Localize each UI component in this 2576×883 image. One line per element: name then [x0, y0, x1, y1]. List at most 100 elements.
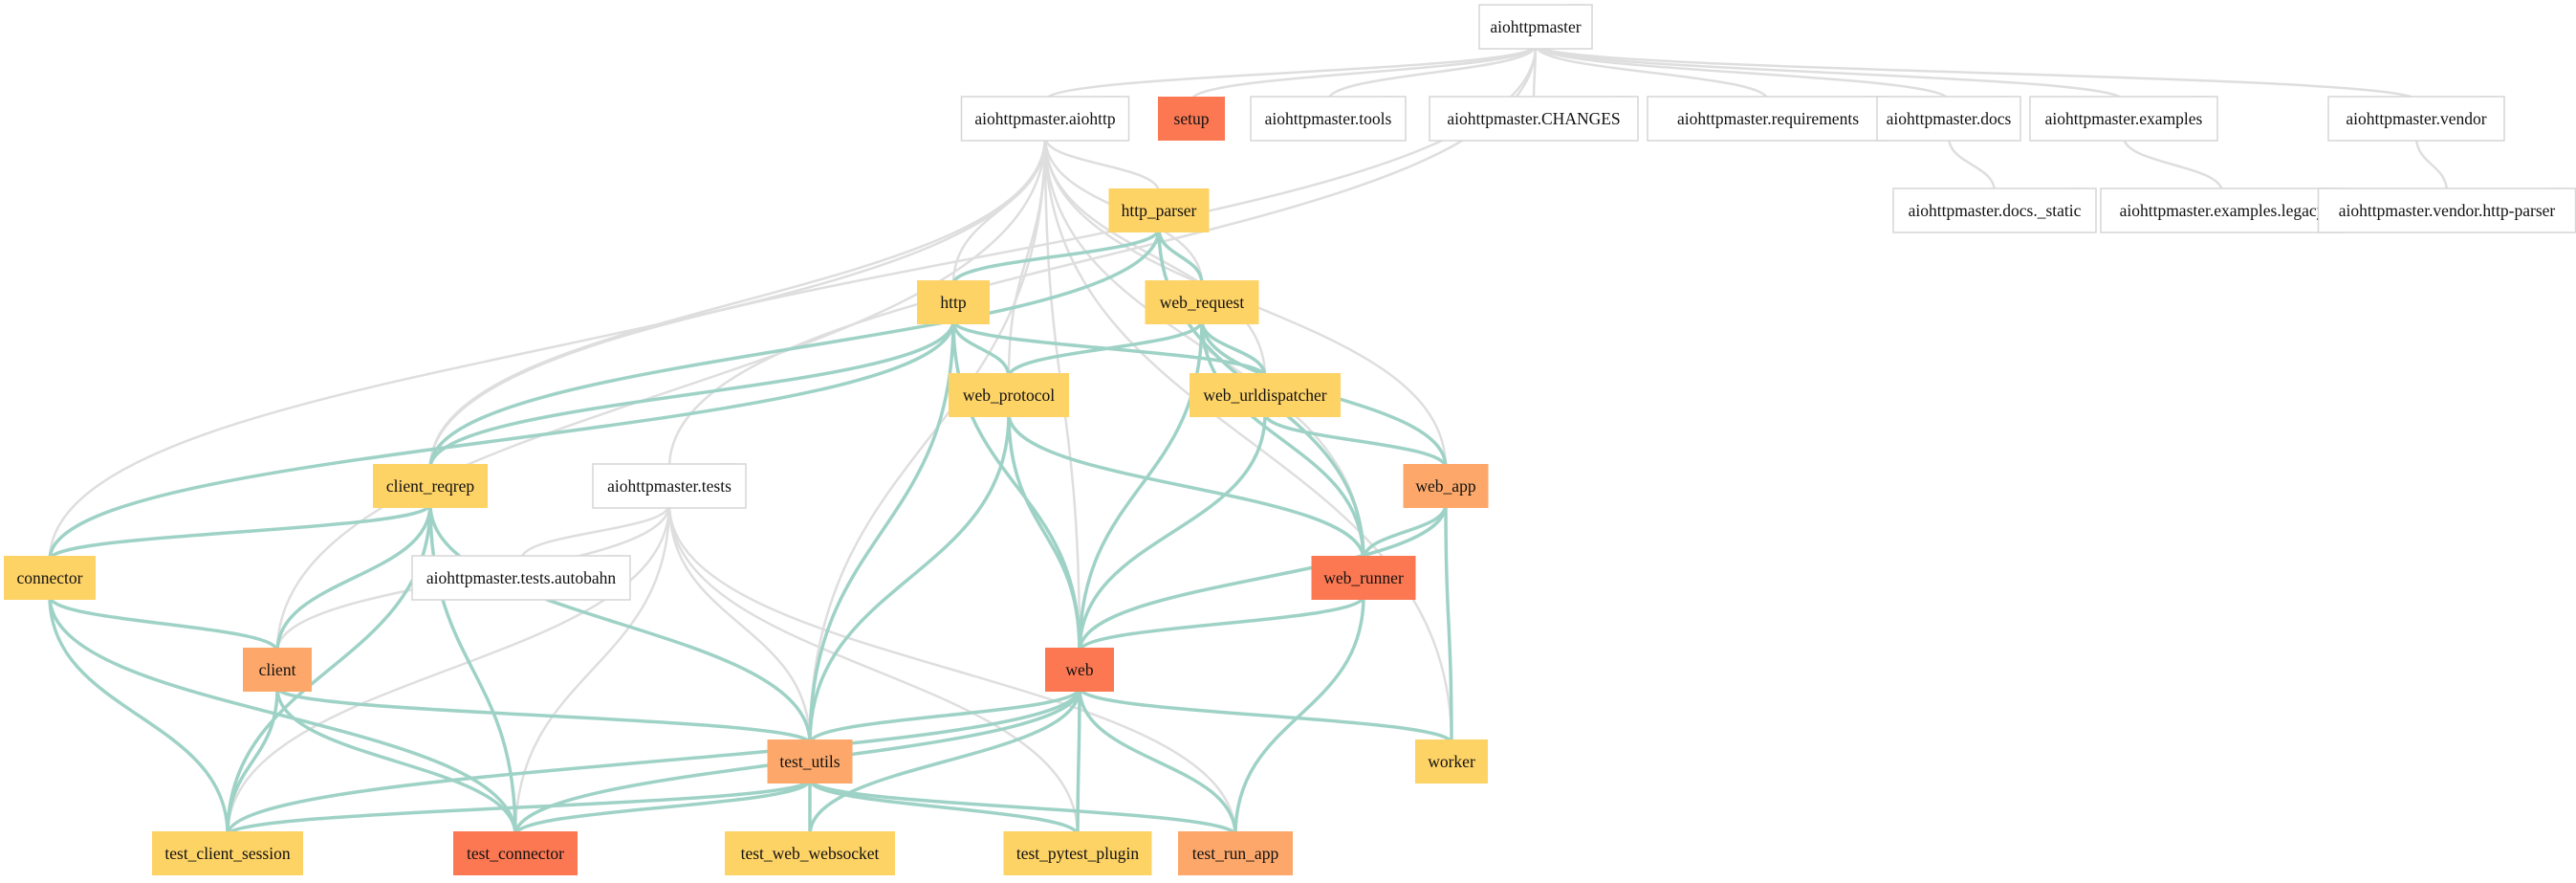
containment-edge-tests-test_pytest_plugin [667, 503, 1080, 836]
node-box [1429, 96, 1639, 142]
node-box [1178, 831, 1293, 875]
import-edge-web-worker [1078, 687, 1453, 744]
package-node-examples[interactable]: aiohttpmaster.examples [2029, 96, 2218, 142]
import-edge-web_protocol-web [1007, 412, 1081, 652]
package-node-aiohttp[interactable]: aiohttpmaster.aiohttp [960, 96, 1130, 142]
import-edge-web_app-worker [1444, 503, 1453, 744]
module-node-worker[interactable]: worker [1415, 740, 1488, 784]
package-node-tests_autobahn[interactable]: aiohttpmaster.tests.autobahn [411, 555, 631, 601]
containment-edge-aiohttp-worker [1043, 136, 1453, 744]
node-label: web_app [1415, 476, 1475, 496]
node-box [1311, 556, 1416, 600]
import-edge-client_reqrep-connector [48, 503, 432, 561]
node-box [243, 648, 312, 692]
module-node-web_urldispatcher[interactable]: web_urldispatcher [1190, 373, 1341, 417]
module-node-client[interactable]: client [243, 648, 312, 692]
package-node-tools[interactable]: aiohttpmaster.tools [1250, 96, 1407, 142]
node-box [2029, 96, 2218, 142]
import-edge-connector-test_connector [48, 595, 517, 836]
module-node-web_app[interactable]: web_app [1403, 464, 1489, 508]
import-edge-web_urldispatcher-web [1078, 412, 1267, 652]
node-box [152, 831, 303, 875]
node-label: aiohttpmaster.examples.legacy [2120, 201, 2325, 220]
node-box [1892, 188, 2097, 233]
module-node-test_utils[interactable]: test_utils [767, 740, 853, 784]
module-node-test_client_session[interactable]: test_client_session [152, 831, 303, 875]
import-edge-http_parser-client_reqrep [428, 228, 1161, 469]
node-label: aiohttpmaster.docs._static [1909, 201, 2082, 220]
containment-edge-root-vendor [1534, 43, 2418, 102]
containment-edge-tests-tests_autobahn [519, 503, 671, 561]
module-node-test_web_websocket[interactable]: test_web_websocket [725, 831, 895, 875]
import-edge-web_runner-test_run_app [1233, 595, 1365, 836]
module-node-http[interactable]: http [917, 280, 990, 324]
import-edge-web_protocol-test_utils [808, 412, 1011, 744]
module-node-connector[interactable]: connector [4, 556, 96, 600]
module-node-web[interactable]: web [1045, 648, 1114, 692]
package-node-vendor[interactable]: aiohttpmaster.vendor [2327, 96, 2505, 142]
node-box [1415, 740, 1488, 784]
containment-edge-tests-test_connector [513, 503, 671, 836]
node-box [373, 464, 488, 508]
node-label: worker [1428, 752, 1475, 771]
node-box [1478, 4, 1593, 50]
node-label: web_urldispatcher [1203, 386, 1326, 405]
import-edge-client-test_client_session [226, 687, 279, 836]
node-box [1003, 831, 1152, 875]
package-node-root[interactable]: aiohttpmaster [1478, 4, 1593, 50]
import-edge-http-web [951, 320, 1081, 652]
package-node-examples_legacy[interactable]: aiohttpmaster.examples.legacy [2100, 188, 2345, 233]
module-node-client_reqrep[interactable]: client_reqrep [373, 464, 488, 508]
node-box [1647, 96, 1889, 142]
node-box [1403, 464, 1489, 508]
node-label: aiohttpmaster.CHANGES [1447, 109, 1620, 128]
node-label: test_utils [779, 752, 840, 771]
module-node-test_run_app[interactable]: test_run_app [1178, 831, 1293, 875]
graph-nodes: aiohttpmaster aiohttpmaster.aiohttp aiohtt… [4, 4, 2576, 875]
node-label: http [940, 293, 966, 312]
node-box [1145, 280, 1259, 324]
containment-edge-aiohttp-client [275, 136, 1047, 652]
module-node-web_request[interactable]: web_request [1145, 280, 1259, 324]
node-box [960, 96, 1130, 142]
node-label: aiohttpmaster.requirements [1677, 109, 1859, 128]
package-node-changes[interactable]: aiohttpmaster.CHANGES [1429, 96, 1639, 142]
node-label: test_run_app [1192, 844, 1279, 863]
import-edge-web-test_run_app [1078, 687, 1237, 836]
node-label: test_pytest_plugin [1016, 844, 1140, 863]
node-label: web [1065, 660, 1093, 679]
node-label: web_request [1160, 293, 1245, 312]
containment-edge-root-requirements [1534, 44, 1770, 101]
package-node-tests[interactable]: aiohttpmaster.tests [592, 463, 747, 509]
import-edge-test_utils-test_client_session [226, 778, 812, 837]
containment-edge-aiohttp-client_reqrep [428, 136, 1047, 469]
import-edge-http-client_reqrep [428, 320, 955, 469]
node-label: aiohttpmaster.tests.autobahn [426, 568, 617, 587]
node-box [1045, 648, 1114, 692]
import-edges [48, 228, 1453, 837]
module-node-test_connector[interactable]: test_connector [453, 831, 578, 875]
node-box [453, 831, 578, 875]
containment-edge-tests-test_utils [667, 503, 812, 744]
node-box [1158, 97, 1225, 141]
containment-edges [48, 43, 2449, 836]
module-node-http_parser[interactable]: http_parser [1108, 188, 1210, 232]
node-label: test_client_session [164, 844, 290, 863]
package-node-docs[interactable]: aiohttpmaster.docs [1876, 96, 2021, 142]
module-node-setup[interactable]: setup [1158, 97, 1225, 141]
import-edge-connector-client [48, 595, 279, 652]
node-label: web_runner [1323, 568, 1404, 587]
containment-edge-root-tools [1326, 44, 1538, 101]
node-label: test_connector [467, 844, 564, 863]
module-node-web_runner[interactable]: web_runner [1311, 556, 1416, 600]
containment-edge-aiohttp-http_parser [1043, 136, 1161, 193]
import-edge-http-connector [48, 320, 955, 561]
module-node-test_pytest_plugin[interactable]: test_pytest_plugin [1003, 831, 1152, 875]
containment-edge-docs-docs_static [1947, 136, 1997, 193]
module-node-web_protocol[interactable]: web_protocol [949, 373, 1069, 417]
package-node-docs_static[interactable]: aiohttpmaster.docs._static [1892, 188, 2097, 233]
node-box [1876, 96, 2021, 142]
package-node-requirements[interactable]: aiohttpmaster.requirements [1647, 96, 1889, 142]
package-node-vendor_http_parser[interactable]: aiohttpmaster.vendor.http-parser [2317, 188, 2576, 233]
import-edge-http_parser-http [951, 228, 1161, 285]
